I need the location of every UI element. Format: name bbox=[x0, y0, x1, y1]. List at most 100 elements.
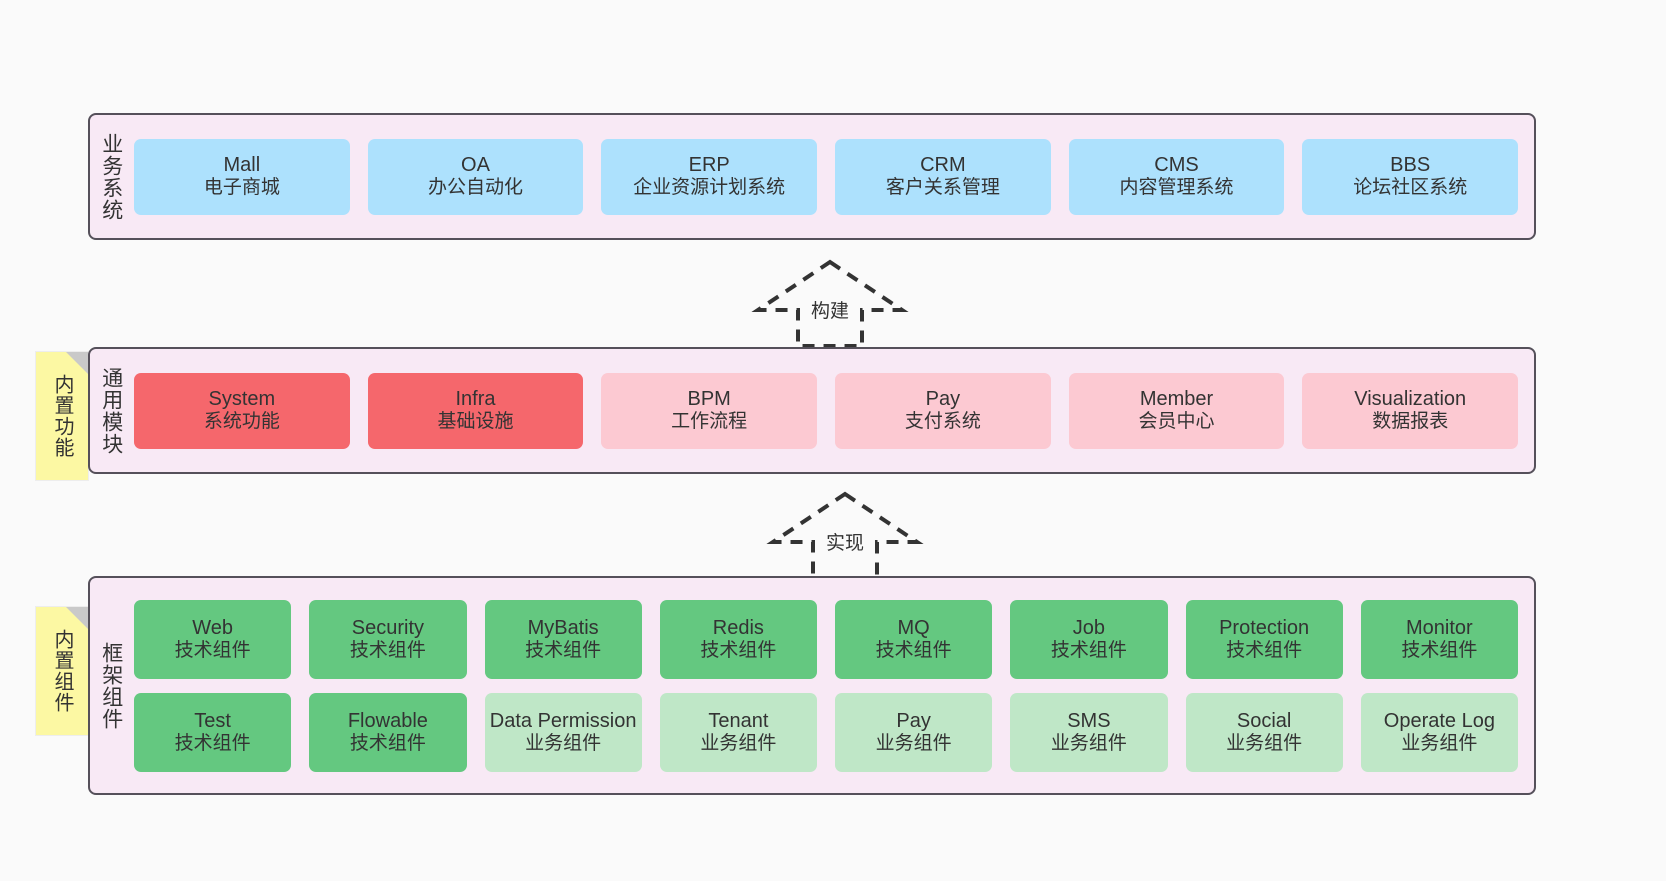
card-redis-name: Redis bbox=[712, 616, 764, 639]
card-system[interactable]: System 系统功能 bbox=[134, 372, 350, 449]
card-monitor-name: Monitor bbox=[1406, 616, 1473, 639]
card-mybatis-name: MyBatis bbox=[527, 616, 599, 639]
card-system-name: System bbox=[208, 388, 276, 411]
card-tenant-desc: 业务组件 bbox=[700, 732, 777, 754]
card-infra[interactable]: Infra 基础设施 bbox=[367, 372, 584, 449]
layer-modules-body: System 系统功能 Infra 基础设施 BPM 工作流程 Pay 支付系统… bbox=[132, 349, 1534, 472]
arrow-realize: 实现 bbox=[765, 490, 925, 580]
card-test-name: Test bbox=[194, 709, 231, 732]
note-builtin-features: 内置功能 bbox=[36, 352, 88, 480]
card-cms[interactable]: CMS 内容管理系统 bbox=[1068, 138, 1285, 215]
card-flowable[interactable]: Flowable 技术组件 bbox=[309, 692, 467, 772]
card-system-desc: 系统功能 bbox=[203, 411, 280, 433]
card-crm-name: CRM bbox=[920, 154, 966, 177]
card-flowable-desc: 技术组件 bbox=[349, 732, 426, 754]
note-builtin-components: 内置组件 bbox=[36, 607, 88, 735]
arrow-build: 构建 bbox=[750, 258, 910, 348]
card-bbs-desc: 论坛社区系统 bbox=[1353, 177, 1468, 199]
card-sms[interactable]: SMS 业务组件 bbox=[1010, 692, 1168, 772]
card-infra-name: Infra bbox=[455, 388, 496, 411]
card-job-name: Job bbox=[1072, 616, 1105, 639]
card-mall-name: Mall bbox=[223, 154, 261, 177]
card-oa-desc: 办公自动化 bbox=[428, 177, 524, 199]
note-builtin-components-label: 内置组件 bbox=[51, 629, 73, 713]
card-member-name: Member bbox=[1139, 388, 1214, 411]
card-mybatis-desc: 技术组件 bbox=[525, 639, 602, 661]
card-job[interactable]: Job 技术组件 bbox=[1010, 599, 1168, 679]
card-oa[interactable]: OA 办公自动化 bbox=[367, 138, 584, 215]
card-mq[interactable]: MQ 技术组件 bbox=[835, 599, 993, 679]
layer-modules-title: 通用模块 bbox=[99, 366, 123, 455]
card-erp[interactable]: ERP 企业资源计划系统 bbox=[601, 138, 818, 215]
card-protection-desc: 技术组件 bbox=[1226, 639, 1303, 661]
card-bpm-desc: 工作流程 bbox=[671, 411, 748, 433]
framework-card-row-tech: Web 技术组件 Security 技术组件 MyBatis 技术组件 Redi… bbox=[134, 599, 1518, 679]
card-mall-desc: 电子商城 bbox=[203, 177, 280, 199]
card-operate-log[interactable]: Operate Log 业务组件 bbox=[1360, 692, 1518, 772]
card-monitor[interactable]: Monitor 技术组件 bbox=[1360, 599, 1518, 679]
card-data-permission-name: Data Permission bbox=[489, 709, 637, 732]
layer-framework-components: 框架组件 Web 技术组件 Security 技术组件 MyBatis 技术组件… bbox=[88, 576, 1536, 795]
card-security-name: Security bbox=[351, 616, 424, 639]
card-job-desc: 技术组件 bbox=[1050, 639, 1127, 661]
card-tenant[interactable]: Tenant 业务组件 bbox=[659, 692, 817, 772]
card-social-name: Social bbox=[1236, 709, 1292, 732]
card-data-permission-desc: 业务组件 bbox=[525, 732, 602, 754]
card-security-desc: 技术组件 bbox=[349, 639, 426, 661]
card-visualization-name: Visualization bbox=[1354, 388, 1467, 411]
note-builtin-features-label: 内置功能 bbox=[51, 374, 73, 458]
card-redis-desc: 技术组件 bbox=[700, 639, 777, 661]
card-pay-component-name: Pay bbox=[896, 709, 931, 732]
card-visualization[interactable]: Visualization 数据报表 bbox=[1302, 372, 1519, 449]
card-protection[interactable]: Protection 技术组件 bbox=[1185, 599, 1343, 679]
framework-card-row-biz: Test 技术组件 Flowable 技术组件 Data Permission … bbox=[134, 692, 1518, 772]
card-security[interactable]: Security 技术组件 bbox=[309, 599, 467, 679]
card-crm-desc: 客户关系管理 bbox=[885, 177, 1000, 199]
card-member-desc: 会员中心 bbox=[1138, 411, 1215, 433]
layer-framework-title: 框架组件 bbox=[99, 641, 123, 730]
card-tenant-name: Tenant bbox=[708, 709, 769, 732]
card-data-permission[interactable]: Data Permission 业务组件 bbox=[484, 692, 642, 772]
card-web-desc: 技术组件 bbox=[174, 639, 251, 661]
card-bpm-name: BPM bbox=[687, 388, 731, 411]
layer-framework-body: Web 技术组件 Security 技术组件 MyBatis 技术组件 Redi… bbox=[132, 578, 1534, 793]
card-web[interactable]: Web 技术组件 bbox=[134, 599, 292, 679]
layer-common-modules: 通用模块 System 系统功能 Infra 基础设施 BPM 工作流程 Pay… bbox=[88, 347, 1536, 474]
card-test[interactable]: Test 技术组件 bbox=[134, 692, 292, 772]
card-sms-name: SMS bbox=[1067, 709, 1111, 732]
layer-business-body: Mall 电子商城 OA 办公自动化 ERP 企业资源计划系统 CRM 客户关系… bbox=[132, 115, 1534, 238]
card-sms-desc: 业务组件 bbox=[1050, 732, 1127, 754]
card-crm[interactable]: CRM 客户关系管理 bbox=[835, 138, 1051, 215]
card-cms-name: CMS bbox=[1154, 154, 1199, 177]
card-social-desc: 业务组件 bbox=[1226, 732, 1303, 754]
card-test-desc: 技术组件 bbox=[174, 732, 251, 754]
card-oa-name: OA bbox=[461, 154, 490, 177]
card-operate-log-desc: 业务组件 bbox=[1401, 732, 1478, 754]
card-redis[interactable]: Redis 技术组件 bbox=[659, 599, 817, 679]
card-flowable-name: Flowable bbox=[347, 709, 428, 732]
layer-business-systems: 业务系统 Mall 电子商城 OA 办公自动化 ERP 企业资源计划系统 CRM… bbox=[88, 113, 1536, 240]
card-monitor-desc: 技术组件 bbox=[1401, 639, 1478, 661]
card-bbs[interactable]: BBS 论坛社区系统 bbox=[1302, 138, 1519, 215]
card-mybatis[interactable]: MyBatis 技术组件 bbox=[484, 599, 642, 679]
card-social[interactable]: Social 业务组件 bbox=[1185, 692, 1343, 772]
card-visualization-desc: 数据报表 bbox=[1372, 411, 1449, 433]
card-infra-desc: 基础设施 bbox=[437, 411, 514, 433]
card-erp-desc: 企业资源计划系统 bbox=[633, 177, 786, 199]
card-web-name: Web bbox=[192, 616, 233, 639]
modules-card-row: System 系统功能 Infra 基础设施 BPM 工作流程 Pay 支付系统… bbox=[134, 372, 1519, 449]
card-erp-name: ERP bbox=[688, 154, 730, 177]
card-member[interactable]: Member 会员中心 bbox=[1068, 372, 1285, 449]
card-protection-name: Protection bbox=[1219, 616, 1310, 639]
card-pay-module[interactable]: Pay 支付系统 bbox=[835, 372, 1051, 449]
card-bpm[interactable]: BPM 工作流程 bbox=[601, 372, 818, 449]
card-mq-name: MQ bbox=[897, 616, 930, 639]
card-bbs-name: BBS bbox=[1390, 154, 1431, 177]
card-cms-desc: 内容管理系统 bbox=[1119, 177, 1234, 199]
card-operate-log-name: Operate Log bbox=[1383, 709, 1495, 732]
business-card-row: Mall 电子商城 OA 办公自动化 ERP 企业资源计划系统 CRM 客户关系… bbox=[134, 138, 1519, 215]
card-pay-module-name: Pay bbox=[925, 388, 961, 411]
card-pay-component[interactable]: Pay 业务组件 bbox=[835, 692, 993, 772]
card-mall[interactable]: Mall 电子商城 bbox=[134, 138, 350, 215]
